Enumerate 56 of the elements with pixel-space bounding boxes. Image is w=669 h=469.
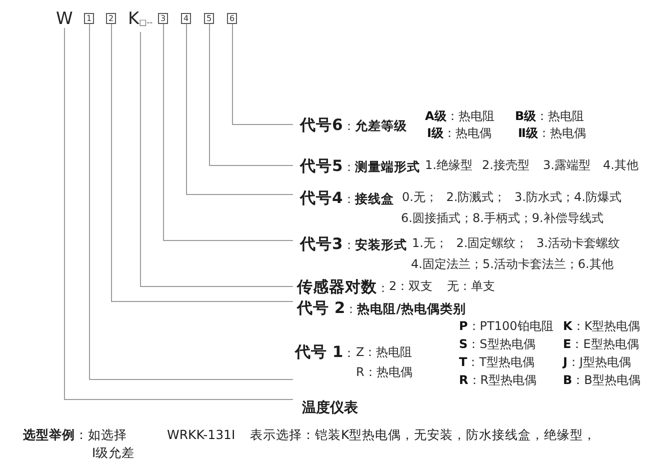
option-text: R：R型热电偶 bbox=[459, 373, 537, 388]
option-text: J：J型热电偶 bbox=[563, 355, 632, 370]
option-text: T：T型热电偶 bbox=[459, 355, 535, 370]
option-text: 0.无； 2.防溅式； 3.防水式；4.防爆式 bbox=[402, 190, 622, 205]
option-text: P：PT100铂电阻 bbox=[459, 319, 554, 334]
leader-line bbox=[89, 24, 294, 380]
field-name: 温度仪表 bbox=[302, 400, 358, 416]
code-letter: W bbox=[56, 10, 73, 28]
digit-box: 4 bbox=[181, 13, 191, 24]
option-text: 无：单支 bbox=[447, 279, 495, 294]
code-label: 代号3： bbox=[300, 238, 355, 252]
model-code: WRKK-131Ⅰ bbox=[167, 427, 236, 443]
leader-line bbox=[186, 24, 294, 195]
option-text: E：E型热电偶 bbox=[563, 337, 639, 352]
leader-line bbox=[209, 24, 294, 166]
option-text: A级：热电阻 bbox=[425, 109, 494, 124]
option-text: 3.露端型 bbox=[543, 158, 590, 173]
code-label: 传感器对数： bbox=[297, 281, 389, 295]
leader-line bbox=[163, 24, 294, 241]
code-label: 代号 2： bbox=[297, 302, 358, 316]
digit-box: 5 bbox=[204, 13, 214, 24]
option-text: 4.其他 bbox=[603, 158, 638, 173]
digit-box: 1 bbox=[84, 13, 94, 24]
option-text: 2.接壳型 bbox=[482, 158, 530, 173]
leader-line bbox=[140, 32, 294, 287]
field-name: 热电阻/热电偶类别 bbox=[357, 301, 466, 316]
option-text: 4.固定法兰；5.活动卡套法兰；6.其他 bbox=[411, 257, 614, 272]
option-text: K：K型热电偶 bbox=[563, 319, 640, 334]
option-text: 1.绝缘型 bbox=[425, 158, 472, 173]
field-name: 安装形式 bbox=[354, 237, 407, 252]
option-text: 2：双支 bbox=[389, 279, 433, 294]
leader-line bbox=[232, 24, 294, 125]
option-text: Ⅱ级：热电偶 bbox=[518, 126, 586, 141]
leader-line bbox=[64, 28, 294, 400]
code-label: 代号 1： bbox=[295, 346, 356, 360]
field-name: 允差等级 bbox=[354, 118, 407, 133]
option-text: Z：热电阻 bbox=[356, 345, 412, 360]
code-label: 代号6： bbox=[300, 119, 355, 133]
option-text: 6.圆接插式；8.手柄式；9.补偿导线式 bbox=[401, 211, 604, 226]
code-label: 代号5： bbox=[300, 160, 355, 174]
code-label: 代号4： bbox=[300, 192, 355, 206]
option-text: 1.无； 2.固定螺纹； 3.活动卡套螺纹 bbox=[412, 236, 620, 251]
leader-line bbox=[111, 24, 294, 302]
option-text: B级：热电阻 bbox=[515, 109, 584, 124]
field-name: 接线盒 bbox=[354, 191, 394, 206]
option-text: R：热电偶 bbox=[356, 365, 412, 380]
example-text: 表示选择：铠装K型热电偶，无安装，防水接线盒，绝缘型， bbox=[250, 427, 596, 443]
option-text: S：S型热电偶 bbox=[459, 337, 536, 352]
option-text: B：B型热电偶 bbox=[563, 373, 640, 388]
digit-box: 2 bbox=[106, 13, 116, 24]
field-name: 测量端形式 bbox=[354, 159, 420, 174]
option-text: Ⅰ级：热电偶 bbox=[427, 126, 492, 141]
digit-box: 6 bbox=[227, 13, 237, 24]
example-text: Ⅰ级允差 bbox=[92, 445, 135, 461]
digit-box: 3 bbox=[158, 13, 168, 24]
example-label: 选型举例：如选择 bbox=[23, 427, 127, 443]
